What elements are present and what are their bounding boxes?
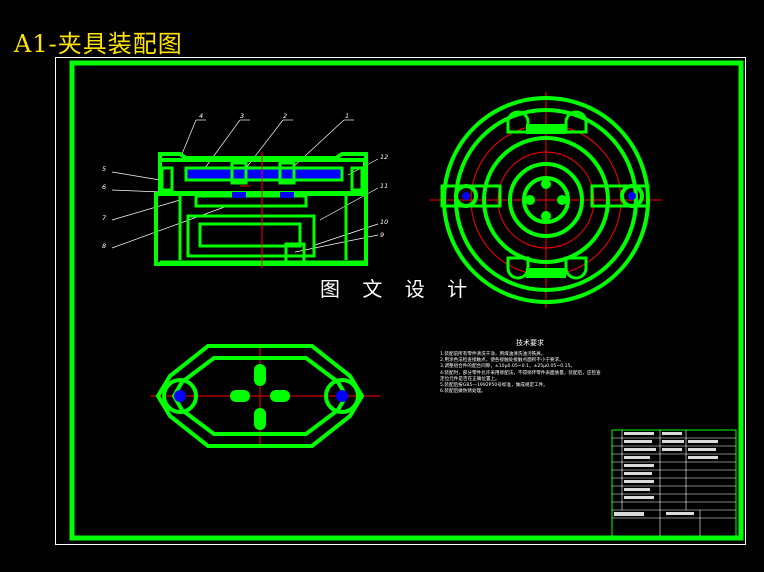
title-block [611, 429, 737, 537]
part-label-12: 12 [380, 153, 388, 161]
part-label-9: 9 [380, 231, 384, 239]
sheet-outer-border [55, 57, 746, 545]
drawing-title: A1-夹具装配图 [14, 30, 183, 58]
part-label-2: 2 [283, 112, 287, 120]
note-line: 4.装配时，部分零件允许采用修配法，不得损坏零件表面质量，装配后，应检查定位元件… [440, 370, 601, 382]
note-line: 1.装配前所有零件清洗干净，用煤油清洗油污铁屑。 [440, 352, 546, 357]
plate-view [150, 344, 380, 448]
note-line: 2.用涂色法检查接触点，使各接触处接触点面积不小于要求。 [440, 358, 564, 364]
part-label-1: 1 [345, 112, 349, 120]
note-line: 3.调整组合件的配合间隙，±10μ0.05~0.1，±25μ0.05~0.15。 [440, 364, 576, 370]
technical-requirements-title: 技术要求 [516, 339, 544, 347]
watermark-text: 图 文 设 计 [320, 277, 476, 301]
part-label-4: 4 [199, 112, 203, 120]
part-label-6: 6 [102, 183, 106, 191]
part-label-5: 5 [102, 165, 106, 173]
part-label-10: 10 [380, 218, 388, 226]
note-line: 5.装配后按GB5—1992P50号标准，做成规定工件。 [440, 383, 548, 389]
top-view-circular [430, 92, 662, 308]
technical-requirements: 技术要求 1.装配前所有零件清洗干净，用煤油清洗油污铁屑。 2.用涂色法检查接触… [440, 338, 602, 395]
front-section-view [111, 119, 379, 268]
sheet-inner-frame [69, 60, 744, 541]
part-label-8: 8 [102, 242, 106, 250]
part-label-3: 3 [240, 112, 244, 120]
note-line: 6.装配后做防锈处理。 [440, 389, 486, 395]
part-label-11: 11 [380, 182, 388, 190]
part-label-7: 7 [102, 214, 107, 222]
